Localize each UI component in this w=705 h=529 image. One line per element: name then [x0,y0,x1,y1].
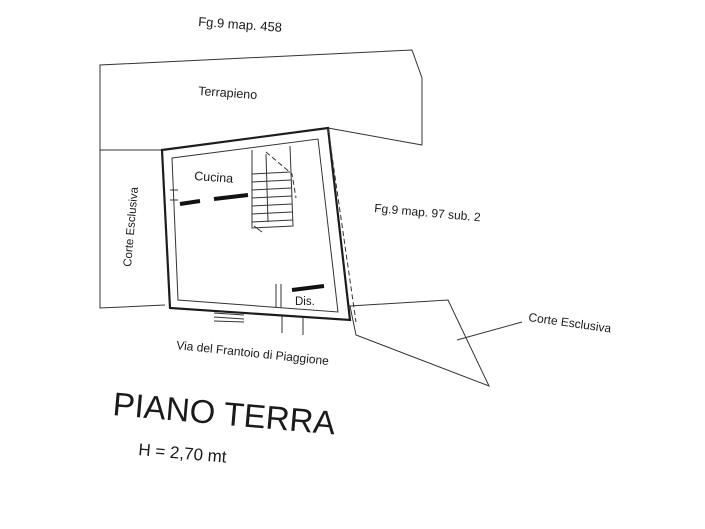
floor-height: H = 2,70 mt [138,440,228,467]
corte-right-leader [456,321,523,341]
label-terrapieno: Terrapieno [198,84,258,102]
building-outer-wall [160,126,352,322]
floor-title: PIANO TERRA [111,385,336,441]
dis-partition-vertical [275,284,282,308]
corte-left-boundary [99,149,166,309]
building-inner-wall [171,138,339,313]
terrapieno-boundary [99,49,423,150]
cucina-partition [179,193,249,206]
label-corte-esclusiva-right: Corte Esclusiva [528,310,613,336]
label-street: Via del Frantoio di Piaggione [176,338,330,368]
staircase [251,145,297,233]
dis-door [281,316,304,335]
south-door [213,312,245,323]
label-dis: Dis. [295,296,315,308]
east-boundary-dashed [327,127,357,323]
label-corte-esclusiva-left: Corte Esclusiva [122,186,141,267]
corte-right-boundary [349,299,490,387]
cucina-wall-vertical [170,189,178,201]
label-cucina: Cucina [194,169,234,186]
label-north-parcel: Fg.9 map. 458 [198,14,283,35]
dis-partition-top [291,284,325,292]
label-east-parcel: Fg.9 map. 97 sub. 2 [374,201,482,224]
